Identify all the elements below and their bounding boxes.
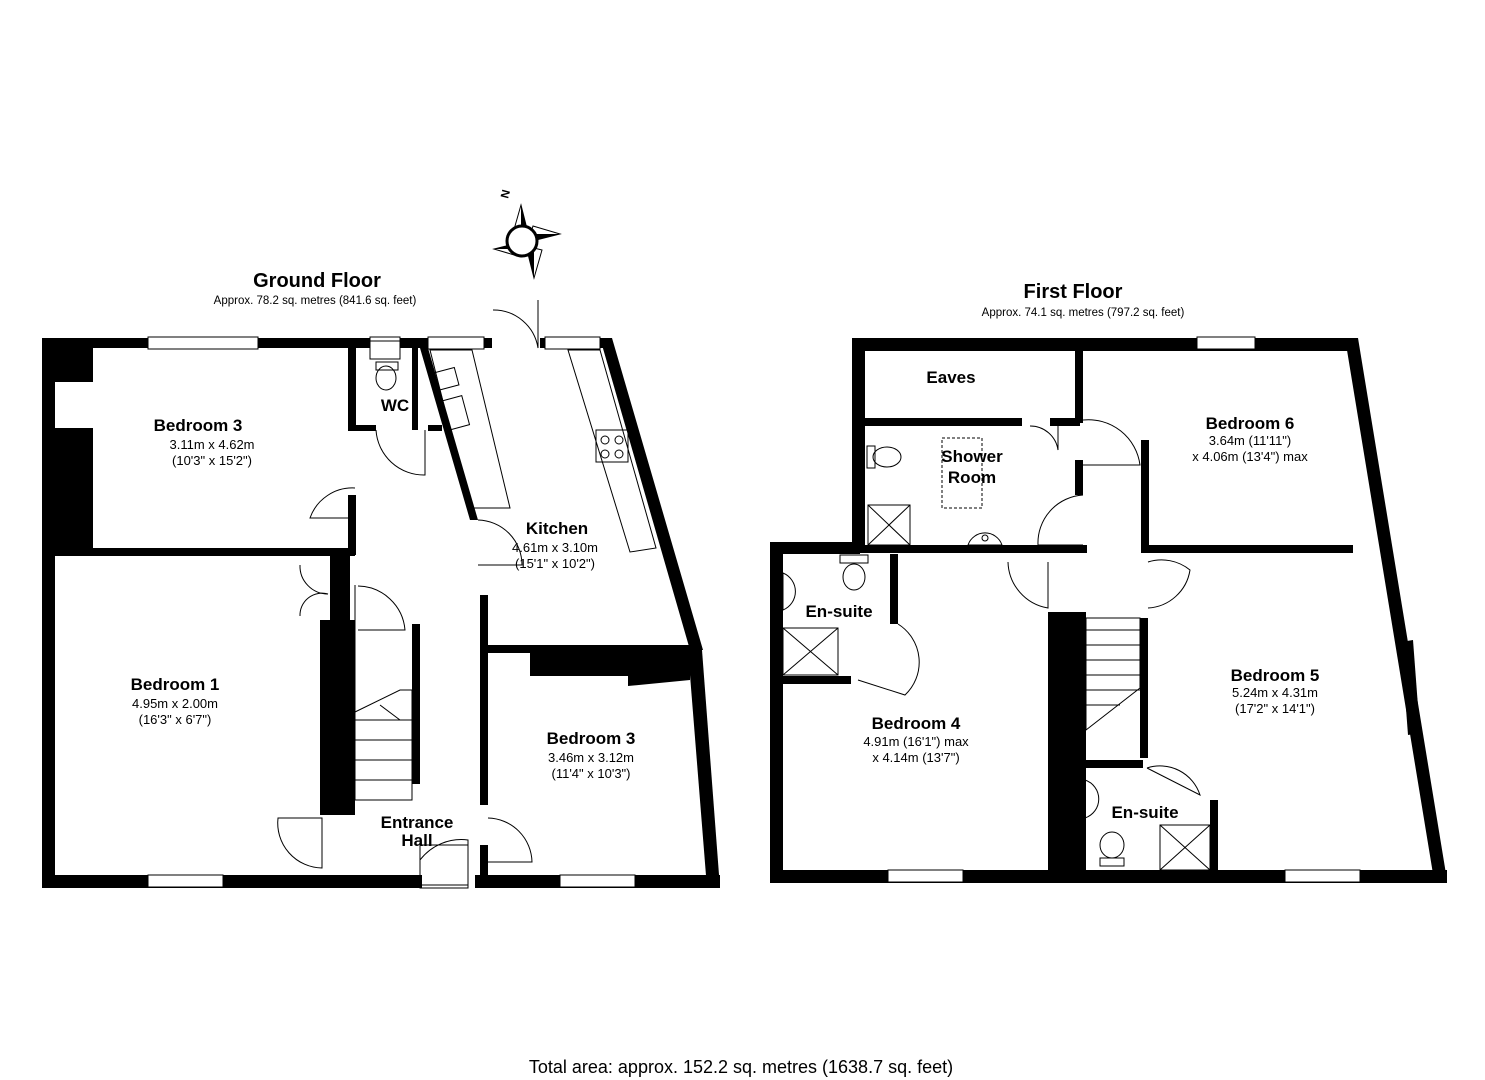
room-dim-bedroom-3-bottom-metric: 3.46m x 3.12m (548, 750, 634, 765)
room-name-eaves: Eaves (926, 368, 975, 387)
room-name-bedroom-5: Bedroom 5 (1231, 666, 1320, 685)
room-name-hall: Hall (401, 831, 432, 850)
ground-floor-title: Ground Floor (253, 270, 381, 292)
room-dim-bedroom-4-line1: 4.91m (16'1") max (863, 734, 969, 749)
room-dim-bedroom-1-imperial: (16'3" x 6'7") (139, 712, 212, 727)
room-name-en-suite-right: En-suite (1111, 803, 1178, 822)
room-name-bedroom-6: Bedroom 6 (1206, 414, 1295, 433)
room-name-bedroom-3-top: Bedroom 3 (154, 416, 243, 435)
room-dim-bedroom-1-metric: 4.95m x 2.00m (132, 696, 218, 711)
room-dim-kitchen-imperial: (15'1" x 10'2") (515, 556, 595, 571)
room-dim-bedroom-5-imperial: (17'2" x 14'1") (1235, 701, 1315, 716)
compass-icon: N (492, 189, 562, 280)
room-name-bedroom-3-bottom: Bedroom 3 (547, 729, 636, 748)
room-name-en-suite-left: En-suite (805, 602, 872, 621)
room-dim-bedroom-4-line2: x 4.14m (13'7") (872, 750, 959, 765)
room-dim-bedroom-3-top-metric: 3.11m x 4.62m (169, 437, 254, 452)
first-floor-fixtures (782, 419, 1211, 871)
room-dim-bedroom-6-line1: 3.64m (11'11") (1209, 433, 1292, 448)
ground-floor-walls (42, 338, 720, 888)
compass-north-label: N (499, 189, 513, 200)
room-name-wc: WC (381, 396, 409, 415)
room-name-bedroom-4: Bedroom 4 (872, 714, 961, 733)
room-name-entrance: Entrance (381, 813, 454, 832)
room-name-shower: Shower (941, 447, 1003, 466)
room-dim-bedroom-3-bottom-imperial: (11'4" x 10'3") (552, 766, 631, 781)
room-name-bedroom-1: Bedroom 1 (131, 675, 220, 694)
room-name-shower-room: Room (948, 468, 996, 487)
room-name-kitchen: Kitchen (526, 519, 588, 538)
room-dim-bedroom-3-top-imperial: (10'3" x 15'2") (172, 453, 252, 468)
ground-floor-labels: Bedroom 3 3.11m x 4.62m (10'3" x 15'2") … (131, 396, 636, 850)
first-floor-title: First Floor (1024, 281, 1123, 303)
ground-floor-area: Approx. 78.2 sq. metres (841.6 sq. feet) (214, 295, 417, 307)
ground-floor-fixtures (277, 300, 657, 889)
first-floor-labels: Eaves Shower Room Bedroom 6 3.64m (11'11… (805, 368, 1319, 822)
total-area: Total area: approx. 152.2 sq. metres (16… (529, 1057, 953, 1077)
ground-floor-windows (147, 336, 636, 888)
first-floor-windows (887, 336, 1361, 883)
first-floor-area: Approx. 74.1 sq. metres (797.2 sq. feet) (982, 307, 1185, 319)
room-dim-bedroom-6-line2: x 4.06m (13'4") max (1192, 449, 1308, 464)
room-dim-bedroom-5-metric: 5.24m x 4.31m (1232, 685, 1318, 700)
room-dim-kitchen-metric: 4.61m x 3.10m (512, 540, 598, 555)
